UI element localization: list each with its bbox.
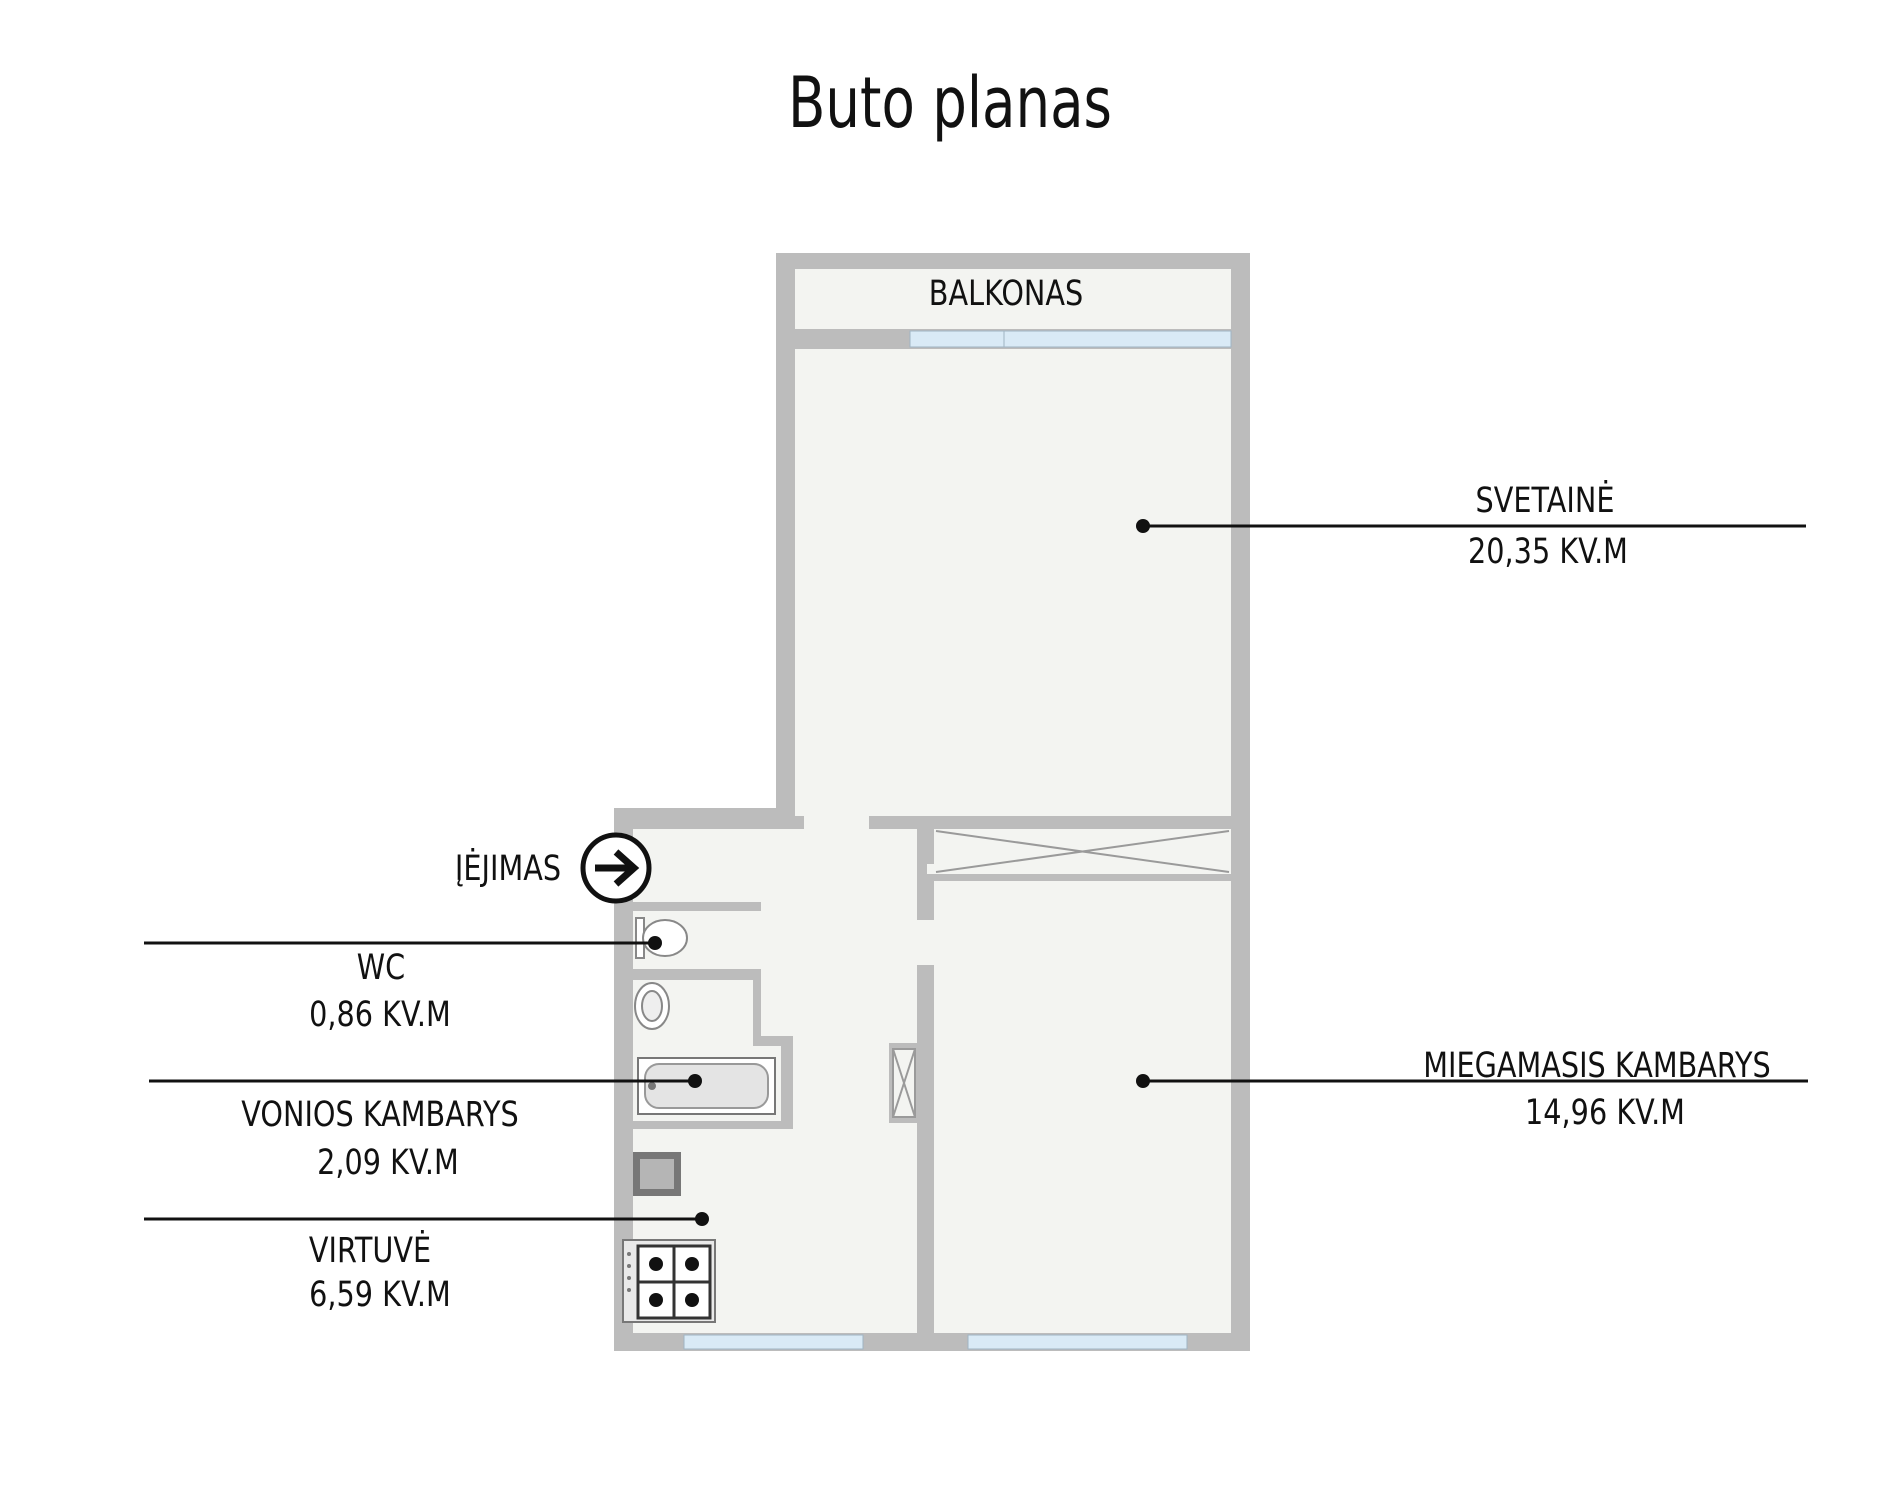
wardrobe-cross	[935, 830, 1230, 873]
living-room-label: SVETAINĖ	[1476, 479, 1615, 521]
windows	[683, 330, 1232, 1350]
toilet-icon	[635, 917, 688, 959]
kitchen-sink-icon	[633, 1152, 681, 1196]
bathroom-label: VONIOS KAMBARYS	[241, 1093, 518, 1135]
wc-label: WC	[357, 946, 405, 988]
page-title: Buto planas	[787, 62, 1113, 144]
balcony-floor	[795, 269, 1231, 329]
kitchen-label: VIRTUVĖ	[309, 1229, 431, 1271]
stove-icon	[622, 1239, 716, 1323]
marker-dots	[648, 519, 1150, 1226]
bedroom-label: MIEGAMASIS KAMBARYS	[1423, 1044, 1770, 1086]
living-room-floor	[795, 349, 1231, 816]
sink-icon	[634, 982, 670, 1030]
bedroom-floor	[934, 881, 1231, 1333]
bathroom-area: 2,09 KV.M	[317, 1141, 459, 1183]
kitchen-area: 6,59 KV.M	[309, 1273, 451, 1315]
entrance-label: ĮĖJIMAS	[455, 847, 561, 889]
entrance-arrow-icon	[580, 832, 652, 904]
wc-area: 0,86 KV.M	[309, 993, 451, 1035]
leader-lines	[144, 524, 1808, 1221]
door-openings	[753, 816, 934, 969]
bathtub-icon	[637, 1057, 776, 1115]
shaft-icon	[892, 1048, 916, 1118]
bedroom-area: 14,96 KV.M	[1525, 1091, 1685, 1133]
balcony-label: BALKONAS	[929, 272, 1083, 314]
room-floors	[633, 269, 1231, 1333]
living-room-area: 20,35 KV.M	[1468, 530, 1628, 572]
